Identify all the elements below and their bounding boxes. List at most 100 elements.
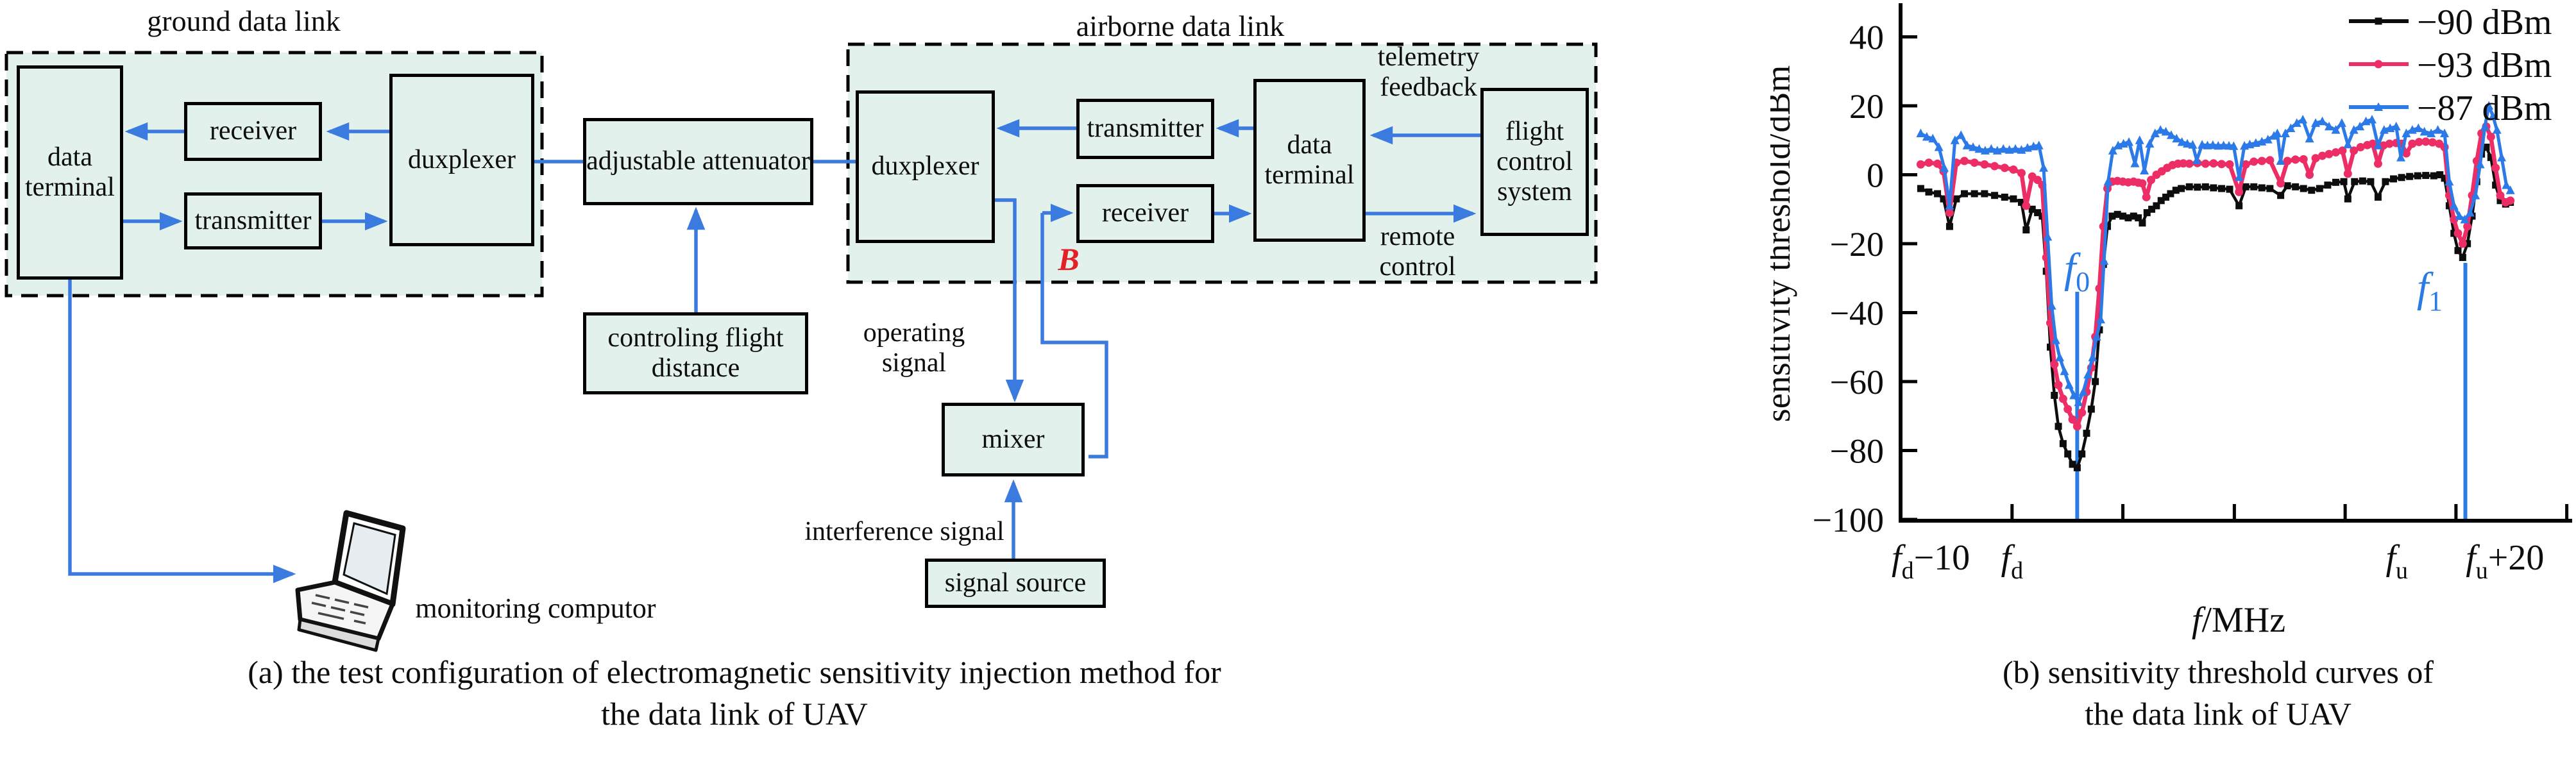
point-marker <box>2242 183 2250 190</box>
flight-control-system-box: flight control system <box>1480 88 1589 236</box>
point-marker <box>2028 205 2036 213</box>
point-marker <box>1999 144 2008 153</box>
point-marker <box>2487 154 2495 162</box>
point-marker <box>2308 187 2316 194</box>
annotation-label: f0 <box>2064 245 2090 298</box>
remote-control-label: remote control <box>1379 222 1456 282</box>
point-marker <box>2148 205 2156 213</box>
point-marker <box>2119 212 2127 220</box>
point-marker <box>2039 163 2049 172</box>
point-marker <box>2229 141 2239 150</box>
point-marker <box>2069 460 2076 468</box>
airborne-data-terminal-box: data terminal <box>1253 79 1366 242</box>
point-marker <box>2475 159 2485 169</box>
point-marker <box>2078 408 2087 417</box>
point-marker <box>2337 118 2346 127</box>
point-marker <box>2188 140 2198 149</box>
point-marker <box>2402 149 2411 158</box>
point-marker <box>2051 335 2060 344</box>
point-marker <box>2430 172 2437 180</box>
y-tick-label: −60 <box>1830 363 1884 401</box>
point-marker <box>2087 405 2095 413</box>
point-marker <box>2453 229 2462 238</box>
caption-b-line2: the data link of UAV <box>2085 696 2351 732</box>
point-marker <box>2108 146 2117 155</box>
point-marker <box>2299 155 2308 164</box>
point-marker <box>2406 173 2414 180</box>
point-marker <box>2505 185 2515 194</box>
point-marker <box>2373 159 2382 168</box>
x-tick-label: fd−10 <box>1892 538 1970 584</box>
point-marker <box>2138 179 2147 188</box>
point-marker <box>2332 178 2339 186</box>
point-marker <box>1917 185 1924 192</box>
x-tick-label: fu+20 <box>2466 538 2544 584</box>
point-marker <box>2145 139 2155 148</box>
point-marker <box>2497 153 2507 162</box>
point-marker <box>2208 140 2217 149</box>
point-marker <box>2324 181 2332 189</box>
point-marker <box>2464 240 2471 248</box>
point-marker <box>2318 151 2327 160</box>
legend-label: −93 dBm <box>2417 46 2552 85</box>
point-marker <box>2235 202 2243 210</box>
point-marker <box>2153 202 2160 210</box>
y-axis-title: sensitivity threshold/dBm <box>1770 65 1797 423</box>
point-marker <box>2484 101 2494 110</box>
point-marker <box>2506 196 2515 205</box>
point-marker <box>2063 405 2072 414</box>
point-marker <box>2055 352 2065 362</box>
point-marker <box>2292 118 2301 127</box>
legend-label: −87 dBm <box>2417 88 2552 128</box>
ground-data-terminal-box: data terminal <box>17 65 123 280</box>
point-marker <box>2217 185 2225 192</box>
point-marker <box>2391 121 2401 131</box>
point-marker <box>2046 343 2054 351</box>
point-marker <box>2491 164 2500 173</box>
interference-signal-label: interference signal <box>804 517 1004 546</box>
point-marker <box>1962 140 1972 149</box>
point-marker <box>2234 172 2244 181</box>
point-marker <box>2373 140 2383 149</box>
point-marker <box>2305 133 2314 143</box>
point-marker <box>2324 121 2334 131</box>
point-marker <box>1945 223 1953 230</box>
point-marker <box>1934 190 1942 198</box>
point-marker <box>1916 128 1926 137</box>
point-marker <box>2316 185 2323 192</box>
signal-source-box: signal source <box>925 559 1106 608</box>
point-marker <box>2311 118 2321 127</box>
point-marker <box>2140 165 2149 175</box>
x-tick-label: fd <box>2001 538 2024 584</box>
point-marker <box>2022 201 2031 210</box>
point-marker <box>2273 128 2282 137</box>
point-marker <box>2068 415 2077 424</box>
point-marker <box>2124 137 2133 146</box>
point-marker <box>2009 165 2018 174</box>
point-marker <box>2496 191 2505 200</box>
point-marker <box>2277 192 2285 199</box>
point-marker <box>2147 176 2156 185</box>
point-marker <box>1940 195 1947 203</box>
point-marker <box>2471 190 2480 199</box>
point-marker <box>2167 190 2174 198</box>
point-marker <box>2458 239 2467 248</box>
point-marker <box>2433 125 2443 134</box>
point-marker <box>1990 162 1999 171</box>
annotation-f1: f1 <box>2417 263 2468 519</box>
point-marker <box>2276 156 2285 165</box>
point-marker <box>2103 176 2113 186</box>
point-marker <box>2428 138 2437 147</box>
point-marker <box>1934 142 1944 151</box>
point-marker <box>1956 130 1966 139</box>
point-marker <box>2374 193 2382 201</box>
caption-a-line2: the data link of UAV <box>601 696 868 732</box>
point-marker <box>2088 352 2097 362</box>
point-marker <box>2340 178 2348 185</box>
point-marker <box>2463 222 2472 231</box>
y-tick-label: 40 <box>1849 19 1884 57</box>
point-marker <box>1981 190 1988 198</box>
point-marker <box>2382 178 2389 185</box>
y-tick-label: −20 <box>1830 225 1884 264</box>
